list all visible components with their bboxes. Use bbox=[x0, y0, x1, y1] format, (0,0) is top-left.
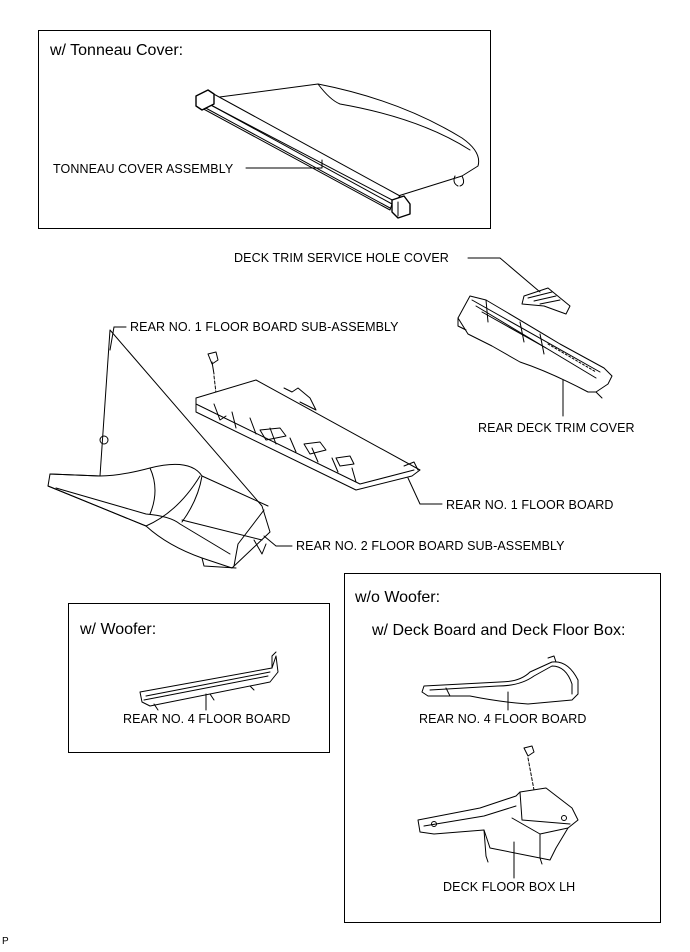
tonneau-panel-title: w/ Tonneau Cover: bbox=[50, 42, 184, 59]
label-rear-no2-floor-board-sub-assembly: REAR NO. 2 FLOOR BOARD SUB-ASSEMBLY bbox=[296, 539, 565, 553]
no-woofer-panel-title: w/o Woofer: bbox=[355, 589, 441, 606]
label-rear-no4-floor-board-no-woofer: REAR NO. 4 FLOOR BOARD bbox=[419, 712, 587, 726]
deck-floor-box-lh-drawing bbox=[418, 746, 578, 864]
rear-no4-floor-board-no-woofer-drawing bbox=[422, 656, 578, 704]
no-woofer-panel-subtitle: w/ Deck Board and Deck Floor Box: bbox=[372, 622, 626, 639]
leader-lines bbox=[110, 160, 563, 878]
figure-code: P bbox=[2, 936, 9, 947]
tonneau-cover-panel bbox=[38, 30, 491, 229]
label-tonneau-cover-assembly: TONNEAU COVER ASSEMBLY bbox=[53, 162, 234, 176]
rear-no4-floor-board-woofer-drawing bbox=[140, 652, 278, 710]
rear-no2-floor-board-sub-assembly-drawing bbox=[48, 330, 270, 568]
label-deck-floor-box-lh: DECK FLOOR BOX LH bbox=[443, 880, 576, 894]
woofer-panel bbox=[68, 603, 330, 753]
woofer-panel-title: w/ Woofer: bbox=[80, 621, 157, 638]
no-woofer-panel bbox=[344, 573, 661, 923]
label-rear-deck-trim-cover: REAR DECK TRIM COVER bbox=[478, 421, 635, 435]
deck-trim-service-hole-cover-drawing bbox=[522, 288, 570, 314]
label-rear-no1-floor-board-sub-assembly: REAR NO. 1 FLOOR BOARD SUB-ASSEMBLY bbox=[130, 320, 399, 334]
tonneau-cover-assembly-drawing bbox=[196, 84, 479, 218]
label-deck-trim-service-hole-cover: DECK TRIM SERVICE HOLE COVER bbox=[234, 251, 449, 265]
rear-no1-floor-board-drawing bbox=[196, 380, 420, 490]
label-rear-no4-floor-board-woofer: REAR NO. 4 FLOOR BOARD bbox=[123, 712, 291, 726]
rear-deck-trim-cover-drawing bbox=[458, 296, 612, 398]
label-rear-no1-floor-board: REAR NO. 1 FLOOR BOARD bbox=[446, 498, 614, 512]
